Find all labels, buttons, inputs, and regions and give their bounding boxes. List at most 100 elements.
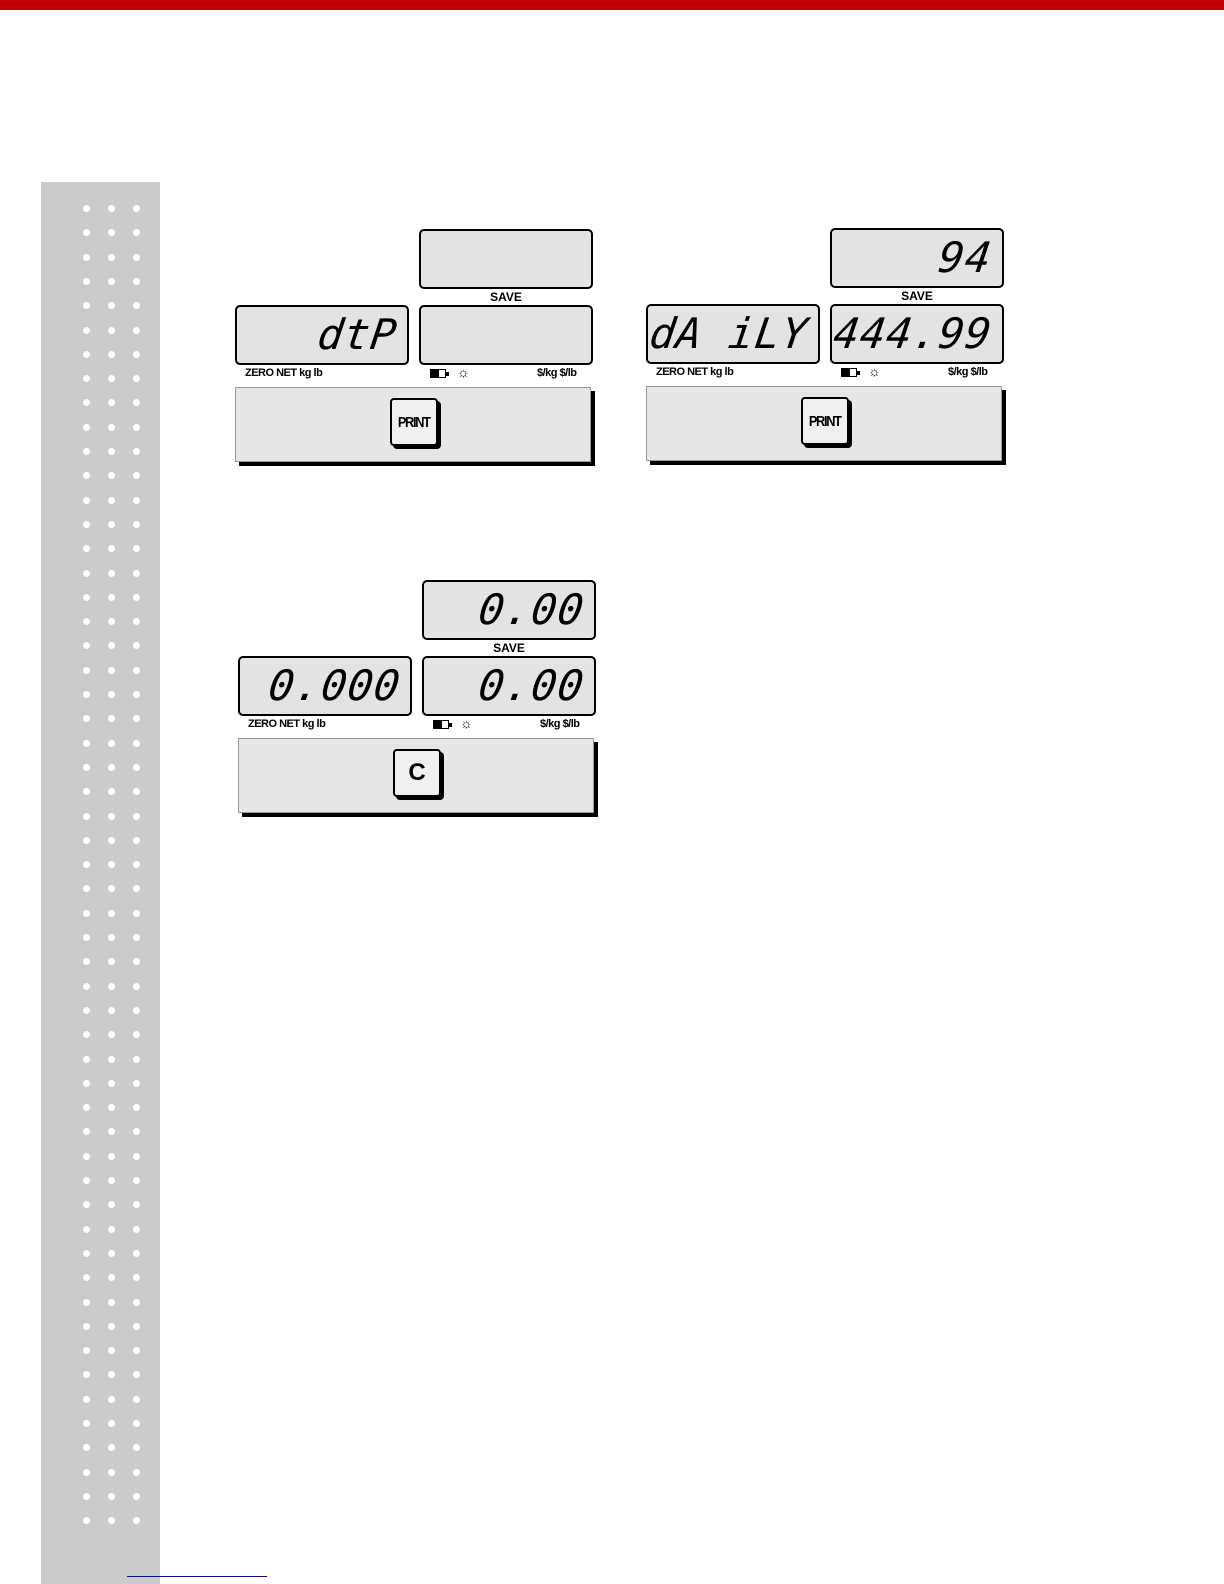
unit-price-value: 94 xyxy=(936,237,994,279)
strip-dot xyxy=(83,1128,90,1135)
strip-dot xyxy=(108,1104,115,1111)
strip-dot xyxy=(108,1347,115,1354)
total-price-lcd: 444.99 xyxy=(830,304,1004,364)
battery-icon xyxy=(433,720,449,729)
strip-dot xyxy=(108,1226,115,1233)
strip-dot xyxy=(133,472,140,479)
strip-dot xyxy=(83,1396,90,1403)
strip-dot xyxy=(83,254,90,261)
unit-price-lcd: 94 xyxy=(830,228,1004,288)
strip-dot xyxy=(83,667,90,674)
strip-dot xyxy=(83,715,90,722)
strip-dot xyxy=(133,302,140,309)
strip-dot xyxy=(133,254,140,261)
strip-dot xyxy=(108,570,115,577)
dot-pattern xyxy=(41,182,160,1584)
strip-dot xyxy=(108,1323,115,1330)
strip-dot xyxy=(83,497,90,504)
strip-dot xyxy=(133,497,140,504)
price-unit-indicators: $/kg $/lb xyxy=(540,718,580,730)
strip-dot xyxy=(108,278,115,285)
strip-dot xyxy=(108,545,115,552)
strip-dot xyxy=(108,813,115,820)
strip-dot xyxy=(133,861,140,868)
scale-display-dtp: SAVE dtP ZERO NET kg lb ☼ $/kg $/lb PRIN… xyxy=(235,229,607,473)
strip-dot xyxy=(83,302,90,309)
strip-dot xyxy=(133,715,140,722)
strip-dot xyxy=(133,521,140,528)
strip-dot xyxy=(108,764,115,771)
strip-dot xyxy=(108,1250,115,1257)
strip-dot xyxy=(108,521,115,528)
total-price-value: 444.99 xyxy=(831,313,995,355)
strip-dot xyxy=(83,472,90,479)
unit-price-lcd xyxy=(419,229,593,289)
strip-dot xyxy=(133,1031,140,1038)
strip-dot xyxy=(133,570,140,577)
print-button[interactable]: PRINT xyxy=(801,397,849,445)
strip-dot xyxy=(133,424,140,431)
strip-dot xyxy=(83,1469,90,1476)
print-button-label: PRINT xyxy=(398,414,430,431)
strip-dot xyxy=(83,1104,90,1111)
strip-dot xyxy=(133,1104,140,1111)
strip-dot xyxy=(83,764,90,771)
strip-dot xyxy=(108,958,115,965)
strip-dot xyxy=(108,1371,115,1378)
strip-dot xyxy=(133,448,140,455)
strip-dot xyxy=(108,1517,115,1524)
strip-dot xyxy=(108,618,115,625)
strip-dot xyxy=(108,205,115,212)
strip-dot xyxy=(108,351,115,358)
strip-dot xyxy=(133,1274,140,1281)
weight-value: dA iLY xyxy=(647,313,811,355)
strip-dot xyxy=(108,667,115,674)
strip-dot xyxy=(133,1128,140,1135)
clear-button-label: C xyxy=(408,759,425,787)
strip-dot xyxy=(83,837,90,844)
strip-dot xyxy=(83,691,90,698)
strip-dot xyxy=(108,472,115,479)
strip-dot xyxy=(133,375,140,382)
strip-dot xyxy=(108,861,115,868)
strip-dot xyxy=(108,1007,115,1014)
keypad-panel: PRINT xyxy=(235,387,591,462)
strip-dot xyxy=(108,1153,115,1160)
strip-dot xyxy=(83,594,90,601)
strip-dot xyxy=(133,1226,140,1233)
strip-dot xyxy=(108,327,115,334)
strip-dot xyxy=(83,910,90,917)
clear-button[interactable]: C xyxy=(393,749,441,797)
side-decoration-strip xyxy=(41,182,160,1584)
battery-icon xyxy=(430,369,446,378)
weight-value: 0.000 xyxy=(266,665,403,707)
strip-dot xyxy=(83,934,90,941)
strip-dot xyxy=(133,813,140,820)
print-button[interactable]: PRINT xyxy=(390,398,438,446)
strip-dot xyxy=(108,642,115,649)
top-accent-bar xyxy=(0,0,1224,10)
strip-dot xyxy=(108,983,115,990)
strip-dot xyxy=(133,1056,140,1063)
strip-dot xyxy=(83,885,90,892)
strip-dot xyxy=(133,1323,140,1330)
strip-dot xyxy=(133,934,140,941)
strip-dot xyxy=(133,1371,140,1378)
strip-dot xyxy=(133,545,140,552)
strip-dot xyxy=(83,1153,90,1160)
strip-dot xyxy=(133,1080,140,1087)
strip-dot xyxy=(108,448,115,455)
strip-dot xyxy=(108,594,115,601)
total-price-lcd xyxy=(419,305,593,365)
strip-dot xyxy=(133,1469,140,1476)
strip-dot xyxy=(83,278,90,285)
scale-display-zero: 0.00 SAVE 0.000 0.00 ZERO NET kg lb ☼ $/… xyxy=(238,580,610,824)
strip-dot xyxy=(108,1056,115,1063)
keypad-panel: C xyxy=(238,738,594,813)
strip-dot xyxy=(83,1201,90,1208)
footer-link-underline[interactable] xyxy=(127,1576,267,1577)
strip-dot xyxy=(108,885,115,892)
strip-dot xyxy=(83,1420,90,1427)
strip-dot xyxy=(108,1274,115,1281)
strip-dot xyxy=(133,1493,140,1500)
